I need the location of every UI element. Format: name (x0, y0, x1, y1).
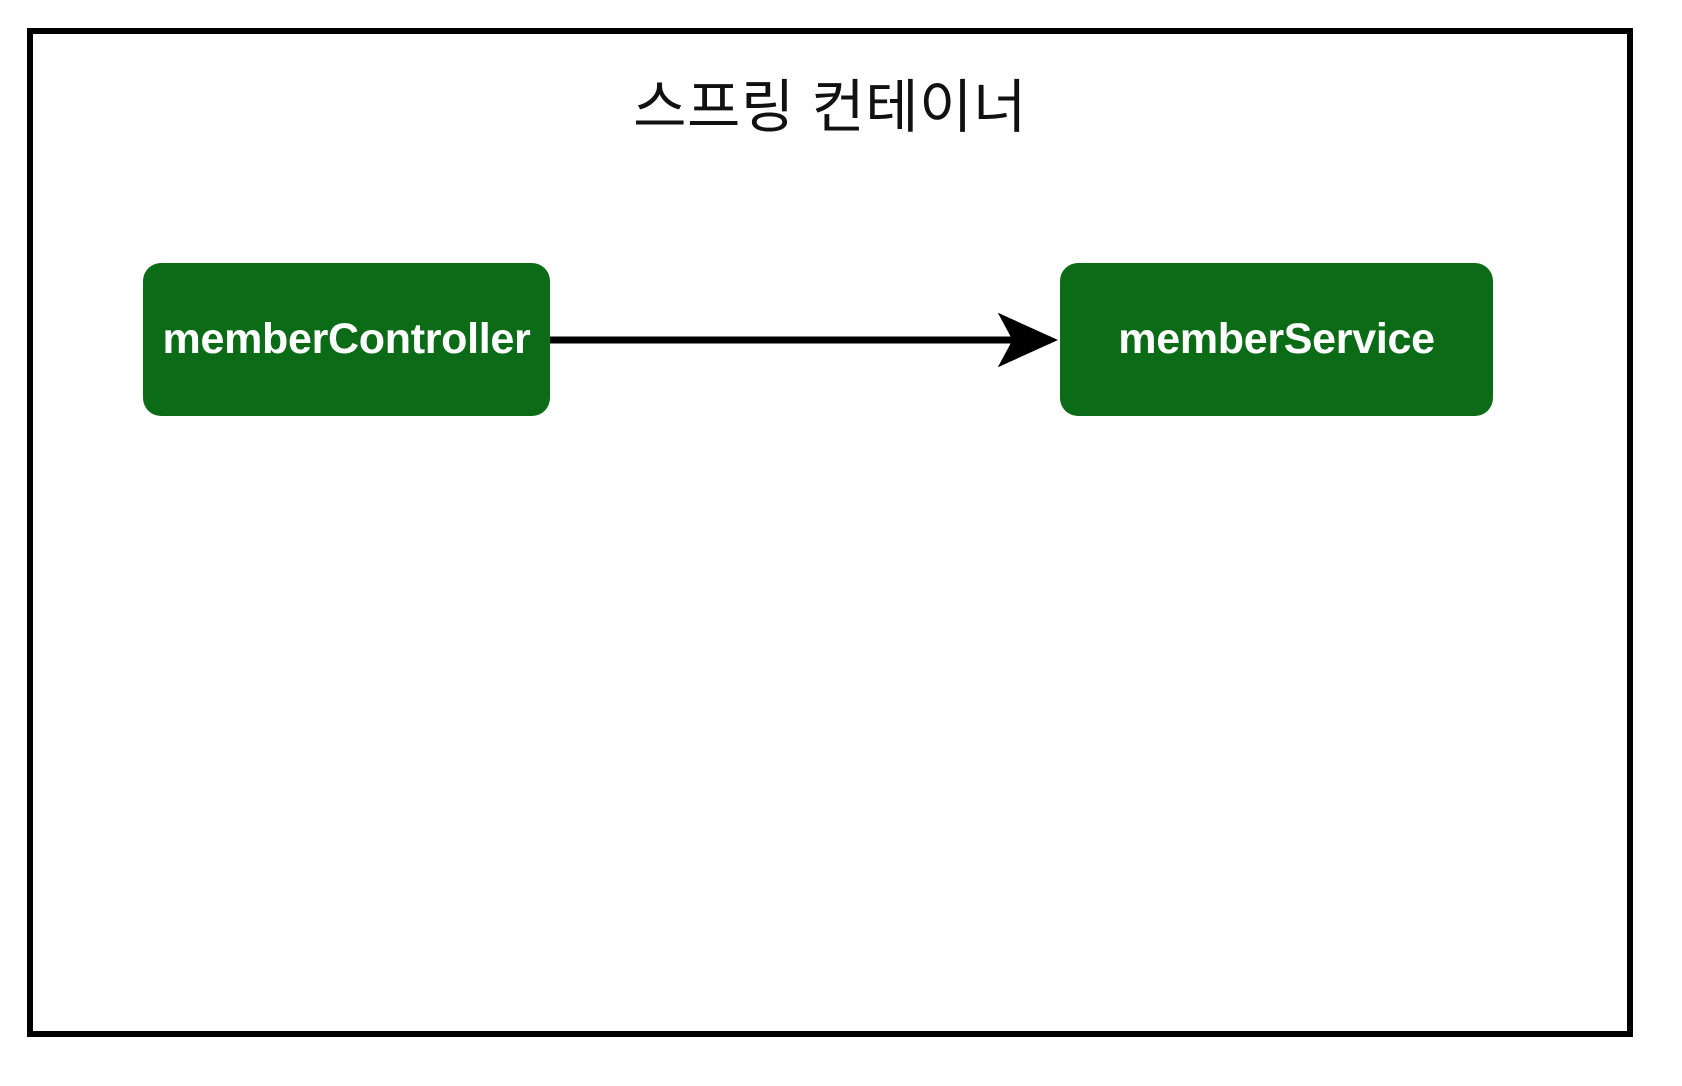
page-title: 스프링 컨테이너 (633, 75, 1027, 140)
spring-container-frame: 스프링 컨테이너 (27, 28, 1633, 1037)
bean-node-member-service[interactable]: memberService (1060, 263, 1493, 416)
bean-label-member-service: memberService (1118, 315, 1435, 363)
bean-label-member-controller: memberController (162, 315, 531, 363)
bean-node-member-controller[interactable]: memberController (143, 263, 550, 416)
